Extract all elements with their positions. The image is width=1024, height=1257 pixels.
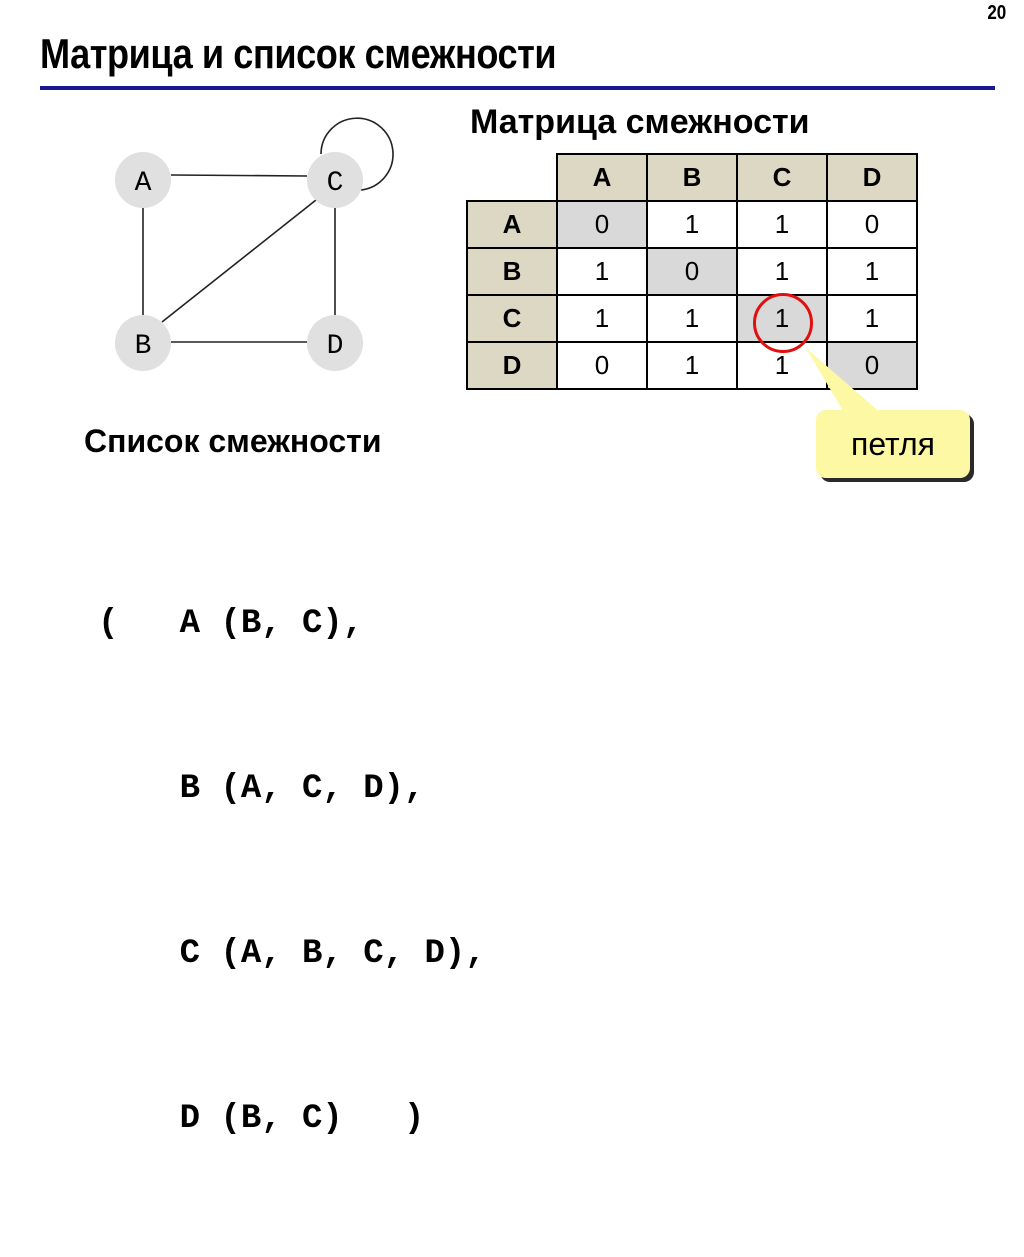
graph-diagram: A C B D — [115, 117, 394, 371]
edge-b-c — [161, 199, 317, 323]
matrix-cell: 1 — [556, 247, 648, 296]
matrix-row: C 1 1 1 1 — [466, 294, 918, 343]
list-line: B (A, C, D), — [98, 770, 425, 808]
adjacency-matrix: A B C D A 0 1 1 0 B 1 0 1 1 C 1 1 1 1 D — [466, 153, 918, 390]
svg-text:A: A — [135, 168, 152, 199]
col-header: C — [736, 153, 828, 202]
row-header: A — [466, 200, 558, 249]
graph-node-c: C — [307, 152, 363, 208]
matrix-cell: 1 — [646, 200, 738, 249]
loop-highlight-ring — [753, 293, 813, 353]
graph-node-a: A — [115, 152, 171, 208]
matrix-row: A 0 1 1 0 — [466, 200, 918, 249]
matrix-cell: 1 — [556, 294, 648, 343]
svg-text:B: B — [135, 331, 152, 362]
matrix-title: Матрица смежности — [470, 103, 810, 141]
list-line: ( A (B, C), — [98, 605, 364, 643]
row-header: B — [466, 247, 558, 296]
matrix-cell: 1 — [646, 294, 738, 343]
page-number: 20 — [987, 2, 1006, 24]
svg-text:D: D — [327, 331, 344, 362]
callout-pointer — [806, 348, 884, 416]
col-header: D — [826, 153, 918, 202]
matrix-cell: 1 — [826, 247, 918, 296]
slide-title: Матрица и список смежности — [40, 30, 557, 77]
list-line: C (A, B, C, D), — [98, 935, 486, 973]
matrix-row: B 1 0 1 1 — [466, 247, 918, 296]
title-rule — [40, 86, 995, 90]
matrix-cell: 0 — [646, 247, 738, 296]
graph-node-b: B — [115, 315, 171, 371]
matrix-cell: 0 — [826, 200, 918, 249]
matrix-cell: 0 — [556, 200, 648, 249]
graph-edges — [142, 117, 394, 343]
loop-callout: петля — [816, 410, 970, 478]
matrix-cell: 1 — [736, 247, 828, 296]
matrix-header-row: A B C D — [466, 153, 918, 202]
edge-a-c — [170, 174, 308, 177]
adjacency-list: ( A (B, C), B (A, C, D), C (A, B, C, D),… — [98, 487, 486, 1257]
matrix-cell: 1 — [646, 341, 738, 390]
row-header: D — [466, 341, 558, 390]
callout-label: петля — [850, 425, 935, 462]
edge-c-loop — [320, 117, 394, 191]
graph-node-d: D — [307, 315, 363, 371]
matrix-corner — [466, 153, 558, 202]
svg-text:C: C — [327, 168, 344, 199]
list-title: Список смежности — [84, 423, 382, 459]
matrix-cell: 1 — [826, 294, 918, 343]
col-header: B — [646, 153, 738, 202]
matrix-cell: 1 — [736, 200, 828, 249]
list-line: D (B, C) ) — [98, 1100, 425, 1138]
col-header: A — [556, 153, 648, 202]
matrix-cell: 0 — [556, 341, 648, 390]
row-header: C — [466, 294, 558, 343]
